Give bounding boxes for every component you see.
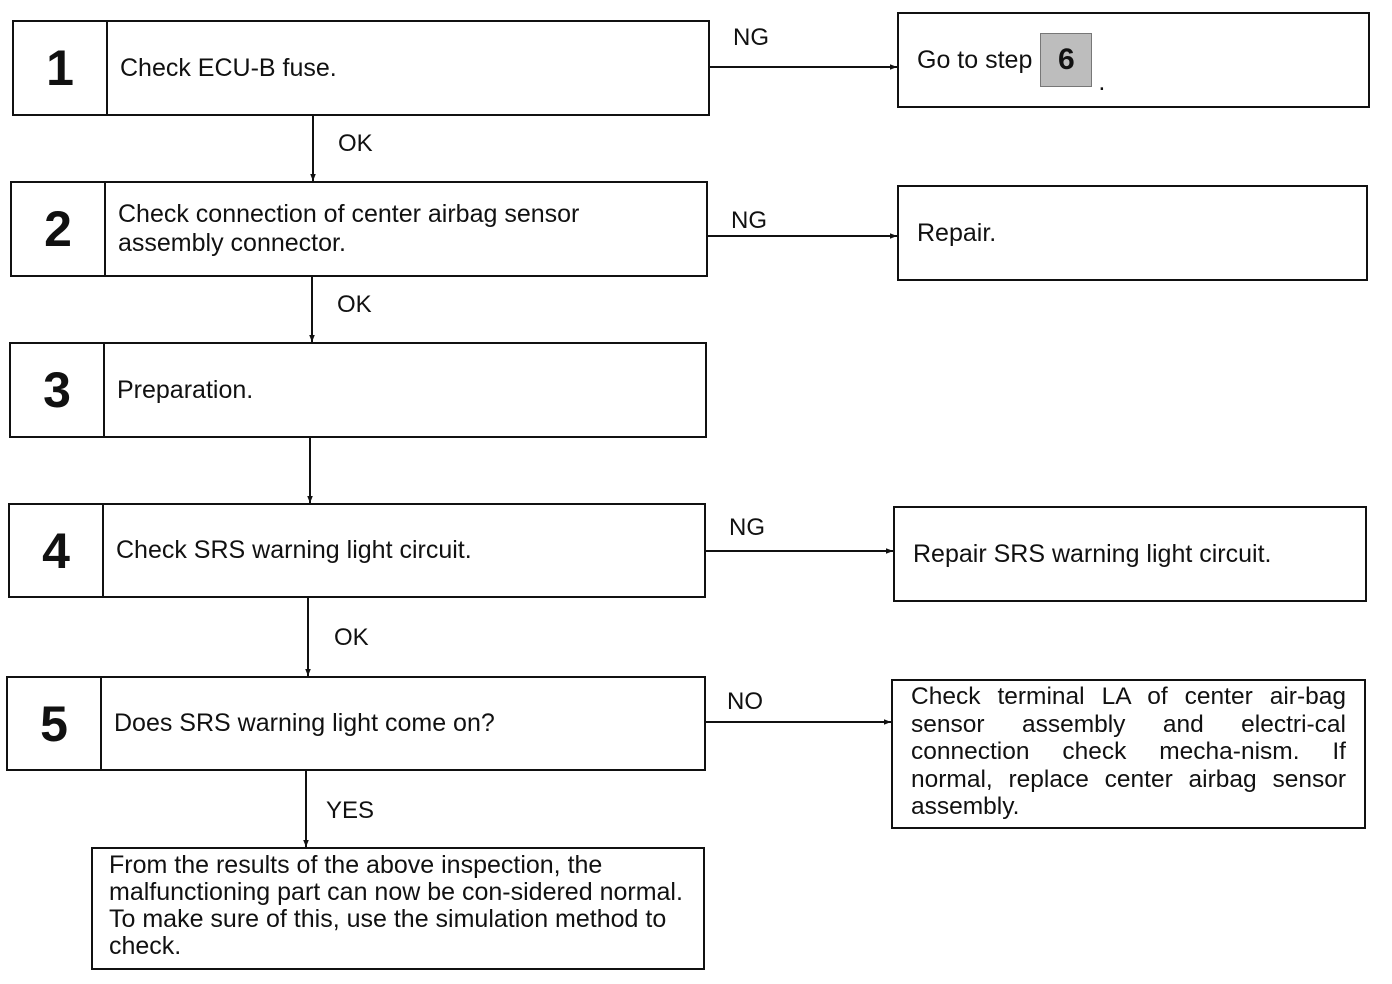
label-ok-step1: OK — [338, 130, 373, 157]
step-1-box: 1 Check ECU-B fuse. — [12, 20, 710, 116]
step-number: 2 — [12, 183, 106, 275]
goto-text: Go to step — [917, 46, 1033, 74]
step-5-box: 5 Does SRS warning light come on? — [6, 676, 706, 771]
repair-srs-text: Repair SRS warning light circuit. — [913, 540, 1272, 568]
label-ng-step4: NG — [729, 514, 765, 541]
step-number: 4 — [10, 505, 104, 596]
step-number: 3 — [11, 344, 105, 436]
result-check-terminal: Check terminal LA of center air-bag sens… — [891, 679, 1366, 829]
label-ng-step2: NG — [731, 207, 767, 234]
final-note-box: From the results of the above inspection… — [91, 847, 705, 970]
step-text: Check ECU-B fuse. — [120, 53, 337, 82]
label-ng-step1: NG — [733, 24, 769, 51]
step-text: Check SRS warning light circuit. — [116, 536, 472, 564]
step-text: Preparation. — [117, 375, 254, 404]
step-2-box: 2 Check connection of center airbag sens… — [10, 181, 708, 277]
step-4-box: 4 Check SRS warning light circuit. — [8, 503, 706, 598]
result-repair: Repair. — [897, 185, 1368, 281]
result-repair-srs: Repair SRS warning light circuit. — [893, 506, 1367, 602]
result-goto-step: Go to step 6 . — [897, 12, 1370, 108]
label-no-step5: NO — [727, 688, 763, 715]
final-note-text: From the results of the above inspection… — [109, 851, 683, 960]
step-text: Does SRS warning light come on? — [114, 709, 495, 737]
step-reference-badge: 6 — [1040, 33, 1093, 87]
check-terminal-text: Check terminal LA of center air-bag sens… — [911, 683, 1346, 820]
step-3-box: 3 Preparation. — [9, 342, 707, 438]
label-yes-step5: YES — [326, 797, 375, 824]
goto-period: . — [1098, 68, 1106, 96]
step-number: 1 — [14, 22, 108, 114]
label-ok-step4: OK — [334, 624, 369, 651]
label-ok-step2: OK — [337, 291, 372, 318]
repair-text: Repair. — [917, 219, 997, 247]
step-text: Check connection of center airbag sensor… — [118, 200, 580, 257]
step-number: 5 — [8, 678, 102, 769]
